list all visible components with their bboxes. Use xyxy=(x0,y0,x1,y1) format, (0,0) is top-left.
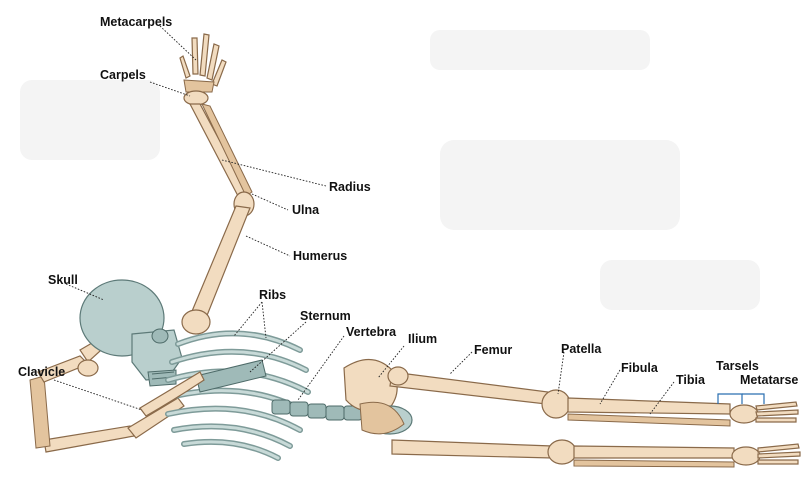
metatarsal-bones xyxy=(756,402,800,464)
hand-phalanges xyxy=(180,34,226,86)
tarsal-bones xyxy=(730,405,758,423)
label-femur: Femur xyxy=(474,343,512,357)
label-metatarsels: Metatarse xyxy=(740,373,798,387)
label-ilium: Ilium xyxy=(408,332,437,346)
label-fibula: Fibula xyxy=(621,361,659,375)
ulna-bone xyxy=(202,104,252,196)
radius-bone xyxy=(190,104,246,196)
tibia-bone xyxy=(568,398,730,414)
metacarpal-bones xyxy=(184,80,214,92)
carpal-bones xyxy=(184,91,208,105)
label-radius: Radius xyxy=(329,180,371,194)
label-carpels: Carpels xyxy=(100,68,146,82)
label-ulna: Ulna xyxy=(292,203,320,217)
label-tarsels: Tarsels xyxy=(716,359,759,373)
patella-bone xyxy=(542,390,570,418)
humerus-bone xyxy=(190,206,250,318)
label-clavicle: Clavicle xyxy=(18,365,65,379)
label-vertebra: Vertebra xyxy=(346,325,397,339)
label-metacarpels: Metacarpels xyxy=(100,15,172,29)
label-ribs: Ribs xyxy=(259,288,286,302)
legs xyxy=(388,367,800,467)
label-tibia: Tibia xyxy=(676,373,706,387)
sternum-bone xyxy=(196,360,266,392)
rib-cage xyxy=(166,333,308,458)
label-humerus: Humerus xyxy=(293,249,347,263)
label-sternum: Sternum xyxy=(300,309,351,323)
humerus-head xyxy=(182,310,210,334)
fibula-bone xyxy=(568,414,730,426)
raised-arm xyxy=(180,34,254,334)
femur-bone xyxy=(390,372,548,404)
label-patella: Patella xyxy=(561,342,602,356)
label-skull: Skull xyxy=(48,273,78,287)
